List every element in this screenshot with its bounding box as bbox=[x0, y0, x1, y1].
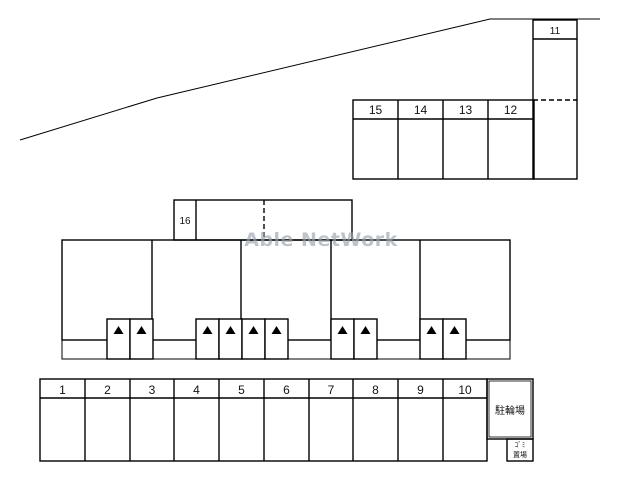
triangle-up-icon bbox=[426, 326, 437, 334]
triangle-up-icon bbox=[360, 326, 371, 334]
space-3-label: 3 bbox=[149, 383, 156, 397]
garbage-station-label-top: ｺﾞﾐ bbox=[515, 441, 526, 449]
space-9-label: 9 bbox=[417, 383, 424, 397]
entrance-markers bbox=[113, 326, 460, 334]
space-15-label: 15 bbox=[369, 103, 383, 117]
triangle-up-icon bbox=[202, 326, 213, 334]
watermark: Able NetWork bbox=[244, 229, 398, 251]
triangle-up-icon bbox=[113, 326, 124, 334]
bicycle-parking-label: 駐輪場 bbox=[495, 404, 525, 417]
space-8-label: 8 bbox=[372, 383, 379, 397]
triangle-up-icon bbox=[248, 326, 259, 334]
space-13-label: 13 bbox=[459, 103, 473, 117]
triangle-up-icon bbox=[136, 326, 147, 334]
bicycle-parking-inner bbox=[488, 380, 532, 438]
space-6-label: 6 bbox=[283, 383, 290, 397]
space-5-label: 5 bbox=[238, 383, 245, 397]
garbage-station-outline bbox=[506, 438, 534, 462]
garbage-station-label-bottom: 置場 bbox=[513, 450, 527, 459]
space-2-label: 2 bbox=[104, 383, 111, 397]
space-7-label: 7 bbox=[328, 383, 335, 397]
space-1-label: 1 bbox=[59, 383, 66, 397]
boundary-line bbox=[19, 18, 600, 141]
space-11-label: 11 bbox=[550, 26, 561, 37]
triangle-up-icon bbox=[449, 326, 460, 334]
space-14-label: 14 bbox=[414, 103, 428, 117]
space-10-label: 10 bbox=[458, 383, 472, 397]
triangle-up-icon bbox=[225, 326, 236, 334]
space-4-label: 4 bbox=[193, 383, 200, 397]
space-12-label: 12 bbox=[504, 103, 518, 117]
triangle-up-icon bbox=[271, 326, 282, 334]
space-11-outline bbox=[532, 19, 578, 180]
space-16-label: 16 bbox=[179, 216, 191, 227]
triangle-up-icon bbox=[337, 326, 348, 334]
entrance-doors bbox=[106, 318, 467, 360]
